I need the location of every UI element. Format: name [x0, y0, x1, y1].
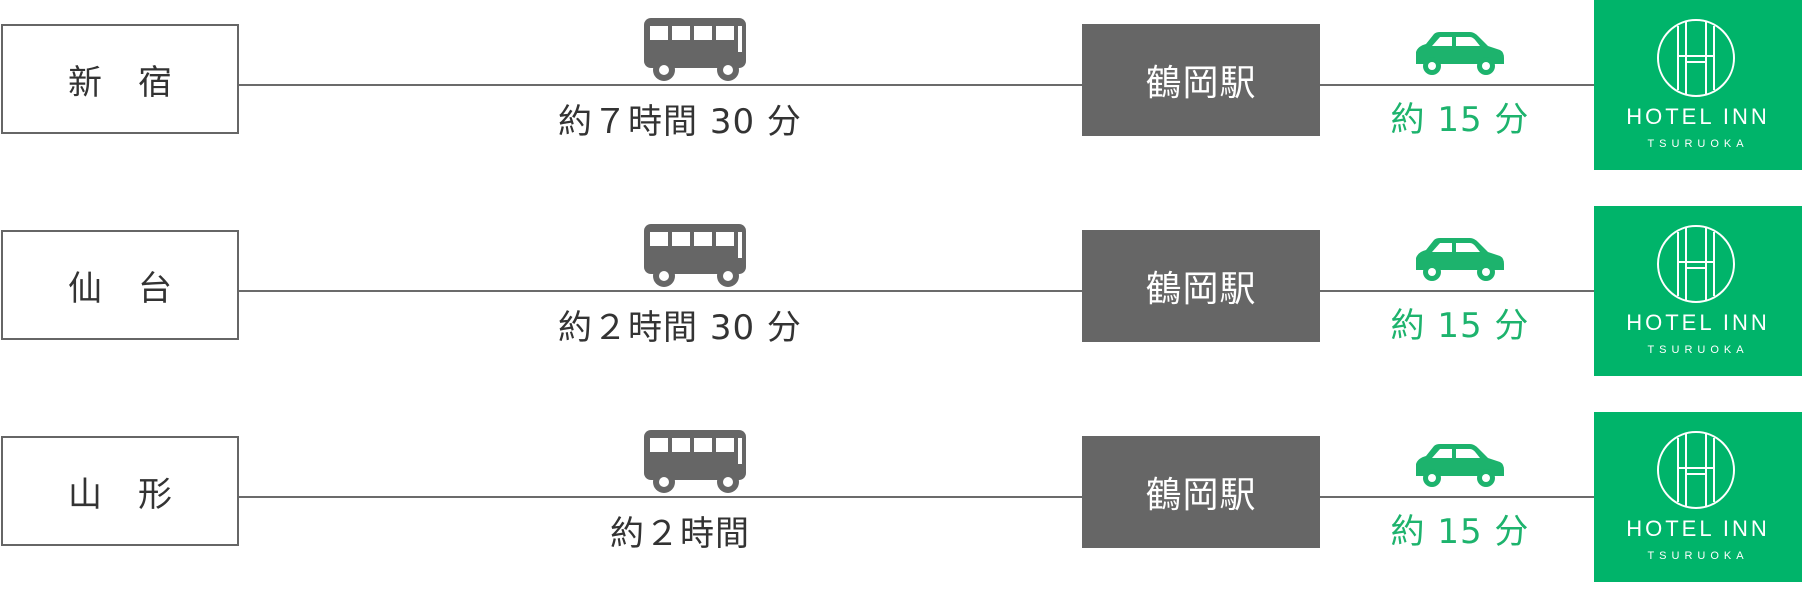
origin-box: 山形	[1, 436, 239, 546]
station-box: 鶴岡駅	[1082, 24, 1320, 136]
route-row: 新宿 約７時間 30 分 鶴岡駅 約 15 分 HOTEL INN TSURUO…	[0, 0, 1802, 170]
bus-travel-time: 約２時間 30 分	[558, 308, 802, 348]
car-travel-time: 約 15 分	[1390, 100, 1530, 140]
hotel-h-logo-icon	[1657, 431, 1735, 509]
hotel-h-logo-icon	[1657, 19, 1735, 97]
route-row: 仙台 約２時間 30 分 鶴岡駅 約 15 分 HOTEL INN TSURUO…	[0, 206, 1802, 376]
car-travel-time: 約 15 分	[1390, 306, 1530, 346]
hotel-logo-block: HOTEL INN TSURUOKA	[1594, 206, 1802, 376]
car-icon	[1416, 238, 1504, 281]
car-icon	[1416, 444, 1504, 487]
car-route-line	[1320, 496, 1595, 498]
bus-route-line	[239, 290, 1082, 292]
hotel-subtitle: TSURUOKA	[1647, 344, 1749, 356]
hotel-name: HOTEL INN	[1626, 310, 1770, 335]
origin-box: 仙台	[1, 230, 239, 340]
hotel-name: HOTEL INN	[1626, 516, 1770, 541]
station-box: 鶴岡駅	[1082, 436, 1320, 548]
car-icon	[1416, 32, 1504, 75]
hotel-logo-block: HOTEL INN TSURUOKA	[1594, 412, 1802, 582]
car-route-line	[1320, 290, 1595, 292]
bus-travel-time: 約７時間 30 分	[558, 102, 802, 142]
route-row: 山形 約２時間 鶴岡駅 約 15 分 HOTEL INN TSURUOKA	[0, 412, 1802, 582]
origin-box: 新宿	[1, 24, 239, 134]
hotel-subtitle: TSURUOKA	[1647, 138, 1749, 150]
hotel-name: HOTEL INN	[1626, 104, 1770, 129]
bus-icon	[644, 224, 746, 287]
car-route-line	[1320, 84, 1595, 86]
hotel-subtitle: TSURUOKA	[1647, 550, 1749, 562]
hotel-h-logo-icon	[1657, 225, 1735, 303]
bus-route-line	[239, 496, 1082, 498]
bus-route-line	[239, 84, 1082, 86]
bus-icon	[644, 18, 746, 81]
car-travel-time: 約 15 分	[1390, 512, 1530, 552]
bus-travel-time: 約２時間	[610, 514, 750, 554]
bus-icon	[644, 430, 746, 493]
station-box: 鶴岡駅	[1082, 230, 1320, 342]
hotel-logo-block: HOTEL INN TSURUOKA	[1594, 0, 1802, 170]
